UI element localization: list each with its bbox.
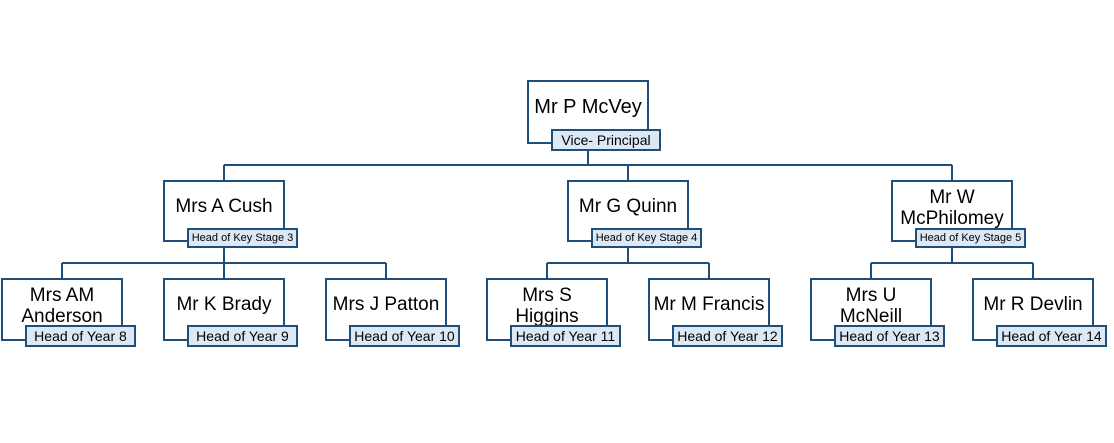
person-name: Mr P McVey [534,95,642,118]
role-label: Head of Year 11 [510,325,621,347]
person-name: Mr M Francis [653,294,765,315]
person-name: Mrs S Higgins [515,285,579,327]
person-name: Mrs U McNeill [839,285,903,327]
role-label: Head of Year 12 [672,325,783,347]
role-label: Head of Year 10 [349,325,460,347]
role-label: Vice- Principal [551,129,661,151]
person-name: Mrs AM Anderson [21,285,103,327]
role-label: Head of Year 13 [834,325,945,347]
person-name: Mrs J Patton [332,294,440,315]
person-name: Mr R Devlin [983,294,1083,315]
person-name: Mr W McPhilomey [900,187,1004,229]
role-label: Head of Key Stage 4 [591,228,702,248]
role-label: Head of Year 8 [25,325,136,347]
person-name: Mrs A Cush [175,195,273,217]
role-label: Head of Year 14 [996,325,1107,347]
role-label: Head of Key Stage 3 [187,228,298,248]
role-label: Head of Year 9 [187,325,298,347]
role-label: Head of Key Stage 5 [915,228,1026,248]
person-name: Mr K Brady [176,294,272,315]
person-name: Mr G Quinn [578,195,678,217]
